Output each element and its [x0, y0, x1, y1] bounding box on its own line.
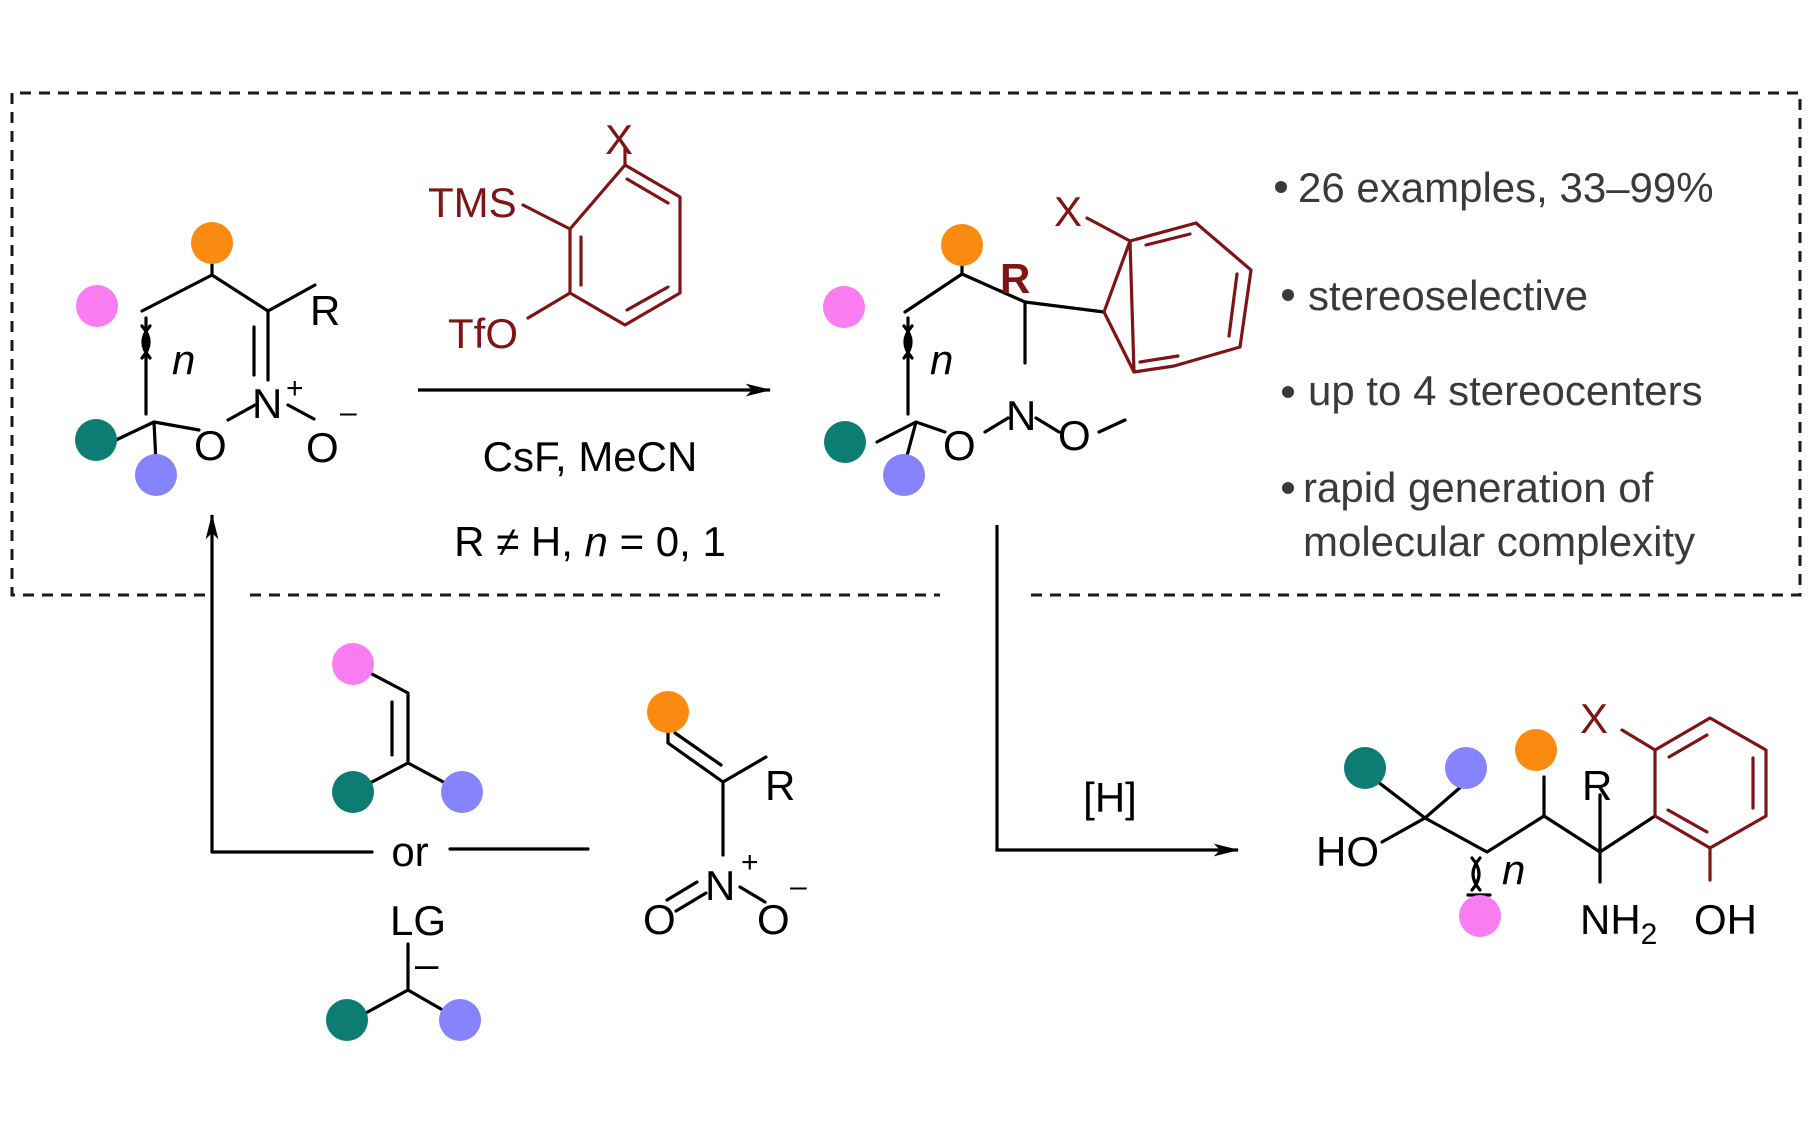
minus-charge: –: [415, 940, 439, 987]
teal-substituent-icon: [332, 771, 374, 813]
or-label: or: [391, 828, 428, 875]
n-label: n: [1502, 846, 1525, 893]
orange-substituent-icon: [941, 224, 983, 266]
r-label: R: [1582, 762, 1612, 809]
plus-charge: +: [741, 846, 759, 879]
teal-substituent-icon: [824, 421, 866, 463]
r-label: R: [1000, 255, 1030, 302]
ring-oxygen-label: O: [943, 422, 976, 469]
n-atom-label: N: [1006, 392, 1036, 439]
aryne-precursor-structure: X TMS TfO: [428, 116, 682, 357]
n-label: n: [930, 336, 953, 383]
oh-label: OH: [1694, 896, 1757, 943]
oxide-oxygen-label: O: [757, 896, 790, 943]
bullet-dot: [1282, 289, 1294, 301]
x-label: X: [1580, 695, 1608, 742]
periwinkle-substituent-icon: [135, 454, 177, 496]
plus-charge: +: [286, 372, 304, 405]
ring-oxygen-label: O: [194, 422, 227, 469]
bullet-stereoselective: stereoselective: [1308, 272, 1588, 319]
nh2-label: NH2: [1580, 896, 1657, 951]
conditions-scope: R ≠ H, n = 0, 1: [454, 518, 726, 565]
oxygen-label: O: [643, 896, 676, 943]
teal-substituent-icon: [326, 999, 368, 1041]
periwinkle-substituent-icon: [439, 999, 481, 1041]
pink-substituent-icon: [76, 285, 118, 327]
dashed-frame: [10, 91, 1802, 597]
lg-label: LG: [390, 897, 446, 944]
pink-substituent-icon: [332, 643, 374, 685]
reduction-label: [H]: [1083, 774, 1137, 821]
bullet-rapid-generation: rapid generation of: [1303, 464, 1654, 511]
reduction-arrow: [995, 525, 1240, 857]
bullet-dot: [1282, 482, 1294, 494]
furan-oxygen-label: O: [1058, 412, 1091, 459]
conditions-reagents: CsF, MeCN: [483, 433, 698, 480]
orange-substituent-icon: [647, 691, 689, 733]
periwinkle-substituent-icon: [441, 771, 483, 813]
r-label: R: [765, 762, 795, 809]
teal-substituent-icon: [75, 419, 117, 461]
bullet-molecular-complexity: molecular complexity: [1303, 518, 1695, 565]
tfo-label: TfO: [448, 310, 518, 357]
minus-charge: –: [790, 870, 807, 903]
bullet-dot: [1275, 181, 1287, 193]
tms-label: TMS: [428, 179, 517, 226]
bullet-dot: [1282, 386, 1294, 398]
cyclic-nitronate-structure: R n N + O O –: [75, 222, 357, 496]
ho-label: HO: [1316, 828, 1379, 875]
amino-alcohol-structure: HO R X n NH2 OH: [1316, 695, 1768, 951]
x-label: X: [1054, 188, 1082, 235]
teal-substituent-icon: [1344, 747, 1386, 789]
minus-charge: –: [340, 396, 357, 429]
x-label: X: [605, 116, 633, 163]
n-label: n: [172, 336, 195, 383]
periwinkle-substituent-icon: [1445, 747, 1487, 789]
n-atom-label: N: [252, 380, 282, 427]
bullet-list: 26 examples, 33–99% stereoselective up t…: [1275, 164, 1714, 565]
bullet-stereocenters: up to 4 stereocenters: [1308, 367, 1703, 414]
tricyclic-product-structure: R X n O N O: [823, 188, 1253, 496]
oxide-oxygen-label: O: [306, 424, 339, 471]
pink-substituent-icon: [1459, 895, 1501, 937]
pink-substituent-icon: [823, 286, 865, 328]
carbanion-structure: LG –: [326, 897, 481, 1041]
bullet-examples: 26 examples, 33–99%: [1298, 164, 1714, 211]
alkene-structure: [332, 643, 483, 813]
periwinkle-substituent-icon: [883, 454, 925, 496]
n-atom-label: N: [705, 862, 735, 909]
r-label: R: [310, 287, 340, 334]
nitroalkene-structure: R N + O O –: [643, 691, 807, 943]
orange-substituent-icon: [191, 222, 233, 264]
orange-substituent-icon: [1515, 729, 1557, 771]
